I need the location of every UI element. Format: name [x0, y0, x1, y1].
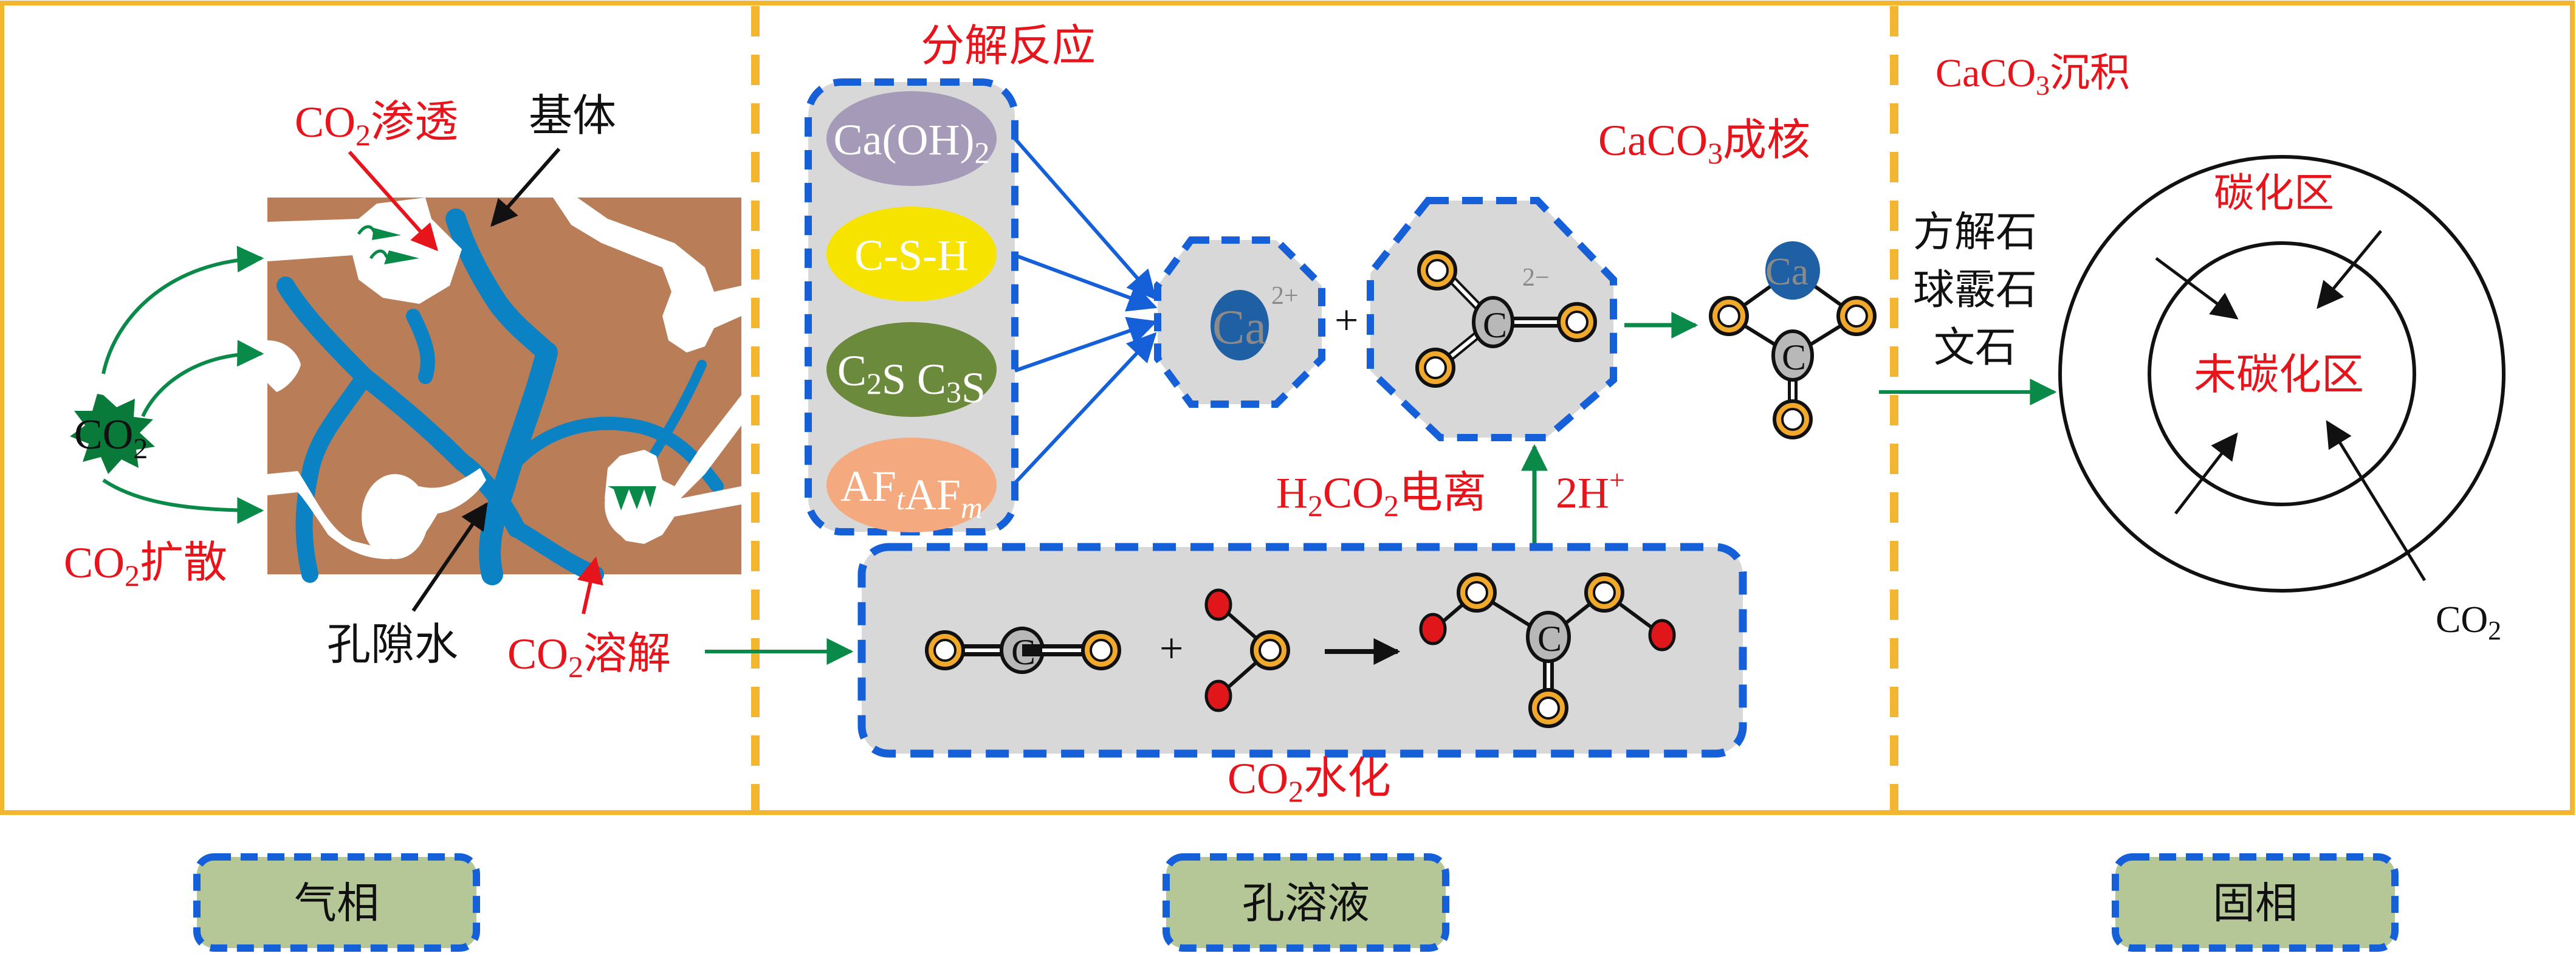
- phase-label: 孔溶液: [1242, 881, 1370, 927]
- svg-text:C: C: [1782, 337, 1806, 377]
- mineral-label: Ca(OH)2: [834, 115, 990, 170]
- phase-labels: 气相 孔溶液 固相: [193, 853, 2399, 952]
- phase-label: 固相: [2213, 881, 2298, 927]
- calcium-atom: [1211, 290, 1269, 360]
- decomposition-title: 分解反应: [921, 22, 1096, 70]
- co2-ingress-arrows: [2155, 230, 2427, 582]
- diffusion-arrows: [101, 246, 264, 524]
- mineral-list: Ca(OH)2C-S-H C2S C3S AFtAFm: [826, 91, 997, 532]
- carbonate-molecule: C 2−: [1417, 252, 1595, 386]
- svg-text:Ca: Ca: [1212, 301, 1266, 354]
- mineral-ellipse: [826, 438, 997, 532]
- mineral-c-s-h: C-S-H: [826, 207, 997, 301]
- permeation-arrow: [348, 151, 438, 252]
- calcium-charge: 2+: [1271, 282, 1299, 310]
- phase-gas: 气相: [193, 853, 480, 952]
- mineral-ellipse: [826, 207, 997, 301]
- carbonated-zone-label: 碳化区: [2214, 171, 2334, 216]
- svg-text:C: C: [1483, 305, 1507, 345]
- co2-diffusion-label: CO2扩散: [64, 538, 227, 593]
- caco3-nucleation-label: CaCO3成核: [1598, 116, 1810, 170]
- ionization-label: H2CO2电离: [1276, 469, 1486, 523]
- co2-source-star: CO2: [70, 394, 155, 474]
- hydration-plus: +: [1159, 625, 1183, 672]
- uncarbonated-zone-circle: [2148, 241, 2416, 506]
- svg-text:CO2: CO2: [74, 411, 148, 465]
- mineral-ellipse: [826, 322, 997, 417]
- carbonate-charge: 2−: [1522, 264, 1550, 292]
- uncarbonated-zone-label: 未碳化区: [2194, 352, 2364, 399]
- phase-solid: 固相: [2112, 853, 2399, 952]
- mineral-aft-afm: AFtAFm: [826, 438, 997, 532]
- mineral-calcium-hydroxide: Ca(OH)2: [826, 91, 997, 186]
- svg-text:C: C: [1537, 619, 1562, 659]
- pore-water-label: 孔隙水: [327, 621, 458, 669]
- polymorph-list: 方解石 球霰石 文石: [1913, 209, 2037, 371]
- plus-sign: +: [1334, 297, 1358, 344]
- co2-molecule: C: [927, 627, 1119, 674]
- decomposition-arrows: [1013, 137, 1158, 485]
- carbonated-zone-circle: [2058, 155, 2506, 593]
- co2-dissolution-label: CO2溶解: [507, 630, 671, 684]
- mineral-ellipse: [826, 91, 997, 186]
- svg-text:Ca: Ca: [1765, 250, 1808, 293]
- co2-permeation-label: CO2渗透: [295, 98, 458, 152]
- caco3-deposition-label: CaCO3沉积: [1935, 51, 2130, 101]
- co2-star-text: CO: [74, 411, 133, 458]
- co2-solid-label: CO2: [2436, 599, 2501, 645]
- pore-water-arrow: [411, 502, 488, 612]
- caco3-nucleus: Ca C: [1711, 241, 1875, 438]
- mineral-label: AFtAFm: [840, 462, 983, 524]
- co2-hydration-label: CO2水化: [1228, 754, 1391, 808]
- polymorph-calcite: 方解石: [1913, 209, 2037, 255]
- matrix-arrow: [490, 148, 561, 227]
- phase-pore-solution: 孔溶液: [1163, 853, 1449, 952]
- concrete-matrix: [267, 198, 741, 585]
- outer-frame: [0, 1, 2575, 815]
- water-molecule: [1206, 590, 1288, 710]
- polymorph-vaterite: 球霰石: [1913, 267, 2037, 313]
- phase-label: 气相: [294, 881, 379, 927]
- dissolution-arrow: [577, 556, 603, 614]
- hydration-box: [857, 543, 1747, 758]
- proton-label: 2H+: [1556, 464, 1625, 517]
- mineral-label: C2S C3S: [837, 346, 986, 412]
- polymorph-aragonite: 文石: [1934, 325, 2016, 371]
- mineral-c2s-c3s: C2S C3S: [826, 322, 997, 417]
- matrix-label: 基体: [529, 92, 616, 140]
- carbonic-acid-molecule: C: [1421, 574, 1674, 726]
- mineral-label: C-S-H: [854, 231, 969, 280]
- dissolution-crystals: [608, 486, 656, 511]
